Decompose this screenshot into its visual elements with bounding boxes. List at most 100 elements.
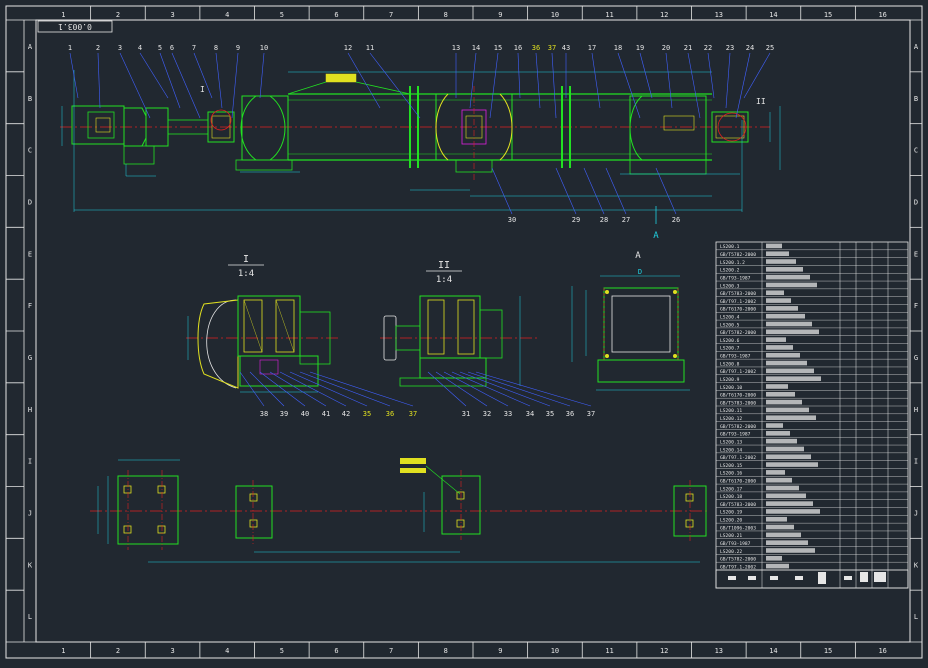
column-label: 2 <box>116 11 120 19</box>
bom-row-description <box>766 446 804 452</box>
callout-label: 18 <box>614 44 622 52</box>
row-label: L <box>914 613 918 621</box>
row-label: H <box>914 406 918 414</box>
row-label: H <box>28 406 32 414</box>
bom-row-code: LS200.8 <box>720 361 740 367</box>
detail-view-1[interactable]: I 1:4 <box>186 254 340 393</box>
row-label: D <box>914 198 918 206</box>
bill-of-materials-table[interactable]: LS200.1GB/T5782-2000LS200.1.2LS200.2GB/T… <box>715 241 909 589</box>
bom-row-code: LS200.9 <box>720 377 740 383</box>
bom-row-code: LS200.1 <box>720 244 740 250</box>
row-label: I <box>914 458 918 466</box>
bom-row-description <box>766 415 816 421</box>
svg-text:II: II <box>756 97 766 106</box>
bom-row-description <box>766 407 809 413</box>
callout-label: 38 <box>260 410 268 418</box>
bom-row-code: LS200.11 <box>720 408 742 414</box>
bom-row-code: GB/T5782-2000 <box>720 424 756 430</box>
bom-row-description <box>766 555 782 561</box>
callout-label: 15 <box>494 44 502 52</box>
bom-row-code: LS200.16 <box>720 471 742 477</box>
bom-row-code: GB/T93-1987 <box>720 541 751 547</box>
section-view-a[interactable]: A D <box>571 251 690 391</box>
row-label: G <box>914 354 918 362</box>
detail-2-title: II <box>438 260 450 271</box>
column-label: 11 <box>605 11 613 19</box>
bom-row-code: GB/T97.1-2002 <box>720 564 756 570</box>
bom-row-description <box>766 438 797 444</box>
callout-label: 3 <box>118 44 122 52</box>
bom-row-description <box>766 540 808 545</box>
callout-label: 11 <box>366 44 374 52</box>
bom-row-code: LS200.22 <box>720 549 742 555</box>
stamp-text: 0.003.1 <box>58 22 92 31</box>
bom-row-code: LS200.17 <box>720 486 742 492</box>
row-label: A <box>914 43 919 51</box>
column-label: 9 <box>498 11 502 19</box>
bom-row-description <box>766 431 790 436</box>
callout-label: 7 <box>192 44 196 52</box>
callout-label: 30 <box>508 216 516 224</box>
column-label: 15 <box>824 647 832 655</box>
bom-row-code: LS200.15 <box>720 463 742 469</box>
callout-label: 36 <box>532 44 540 52</box>
column-label: 16 <box>878 647 886 655</box>
bom-row-code: GB/T5783-2000 <box>720 502 756 508</box>
bom-row-description <box>766 563 789 569</box>
row-label: F <box>914 302 918 310</box>
bom-row-code: LS200.4 <box>720 314 740 320</box>
row-label: I <box>28 458 32 466</box>
bom-row-description <box>766 399 802 405</box>
callout-label: 16 <box>514 44 522 52</box>
view-a-dimension: D <box>638 268 642 276</box>
bom-row-code: LS200.5 <box>720 322 740 328</box>
row-label: D <box>28 198 32 206</box>
bom-row-description <box>766 282 817 288</box>
bom-row-description <box>766 532 801 538</box>
detail-2-scale: 1:4 <box>436 275 452 285</box>
callout-label: 31 <box>462 410 470 418</box>
foundation-plan-view[interactable] <box>90 458 708 563</box>
callout-label: 33 <box>504 410 512 418</box>
bom-row-code: GB/T5783-2000 <box>720 291 756 297</box>
bom-row-description <box>766 423 783 428</box>
bom-row-description <box>766 337 786 342</box>
column-label: 8 <box>444 647 448 655</box>
column-label: 14 <box>769 11 777 19</box>
callout-label: 8 <box>214 44 218 52</box>
main-assembly-view[interactable]: I II <box>60 70 781 241</box>
bom-row-code: GB/T1096-2003 <box>720 525 756 531</box>
detail-view-2[interactable]: II 1:4 <box>380 260 540 387</box>
bom-row-code: LS200.1.2 <box>720 260 745 266</box>
bom-row-description <box>766 243 782 249</box>
column-label: 6 <box>334 647 338 655</box>
column-label: 10 <box>551 11 559 19</box>
bom-row-description <box>766 321 812 327</box>
bom-row-code: LS200.10 <box>720 385 742 391</box>
bom-row-description <box>766 384 788 389</box>
callout-label: 2 <box>96 44 100 52</box>
row-label: E <box>914 250 918 258</box>
bom-row-code: GB/T97.1-2002 <box>720 455 756 461</box>
bom-row-code: LS200.14 <box>720 447 742 453</box>
callout-label: 32 <box>483 410 491 418</box>
callout-label: 24 <box>746 44 754 52</box>
callout-label: 12 <box>344 44 352 52</box>
callout-label: 1 <box>68 44 72 52</box>
column-label: 4 <box>225 11 229 19</box>
callout-label: 29 <box>572 216 580 224</box>
bom-row-code: LS200.6 <box>720 338 740 344</box>
row-label: B <box>28 95 32 103</box>
bom-row-code: GB/T97.1-2002 <box>720 299 756 305</box>
callout-label: 14 <box>472 44 480 52</box>
bom-row-code: LS200.21 <box>720 533 742 539</box>
column-label: 10 <box>551 647 559 655</box>
callout-label: 37 <box>587 410 595 418</box>
callout-label: 23 <box>726 44 734 52</box>
bom-row-description <box>766 368 814 374</box>
bom-row-description <box>766 391 795 397</box>
